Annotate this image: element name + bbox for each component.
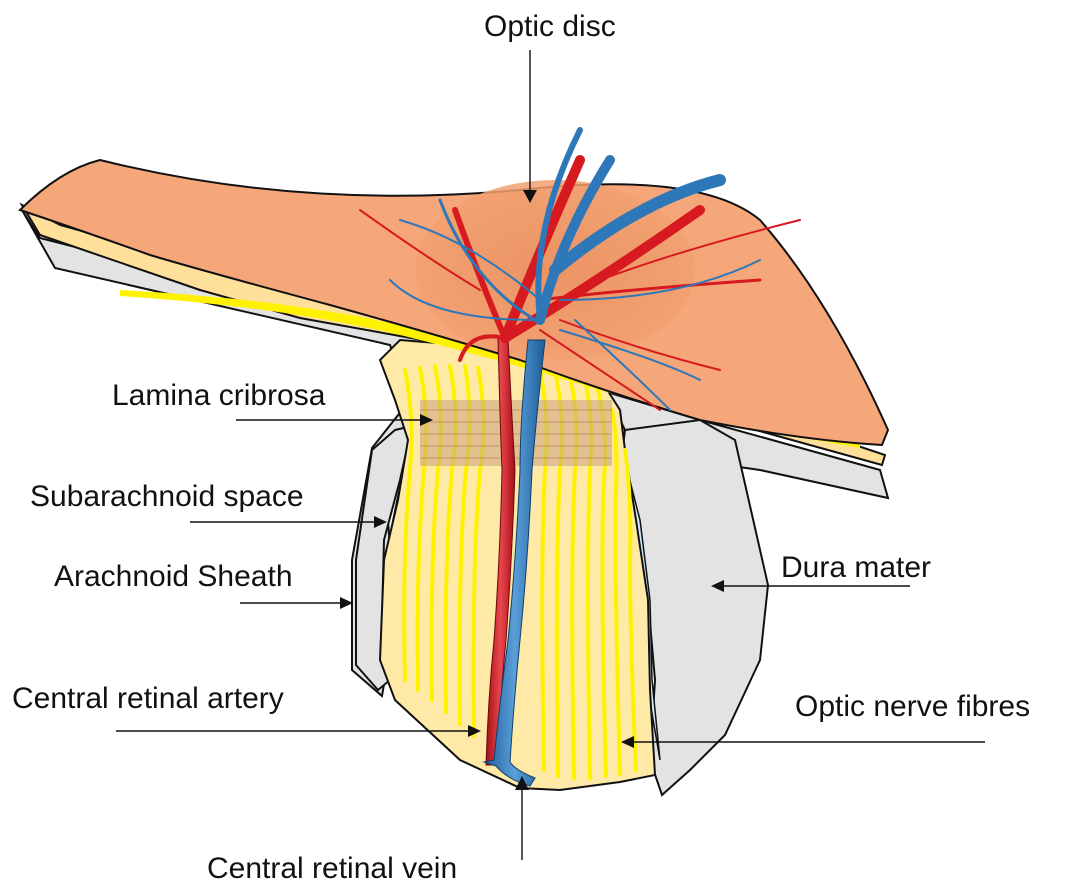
label-subarachnoid-space: Subarachnoid space: [30, 480, 387, 528]
label-text: Central retinal vein: [207, 852, 457, 885]
label-arachnoid-sheath: Arachnoid Sheath: [54, 560, 353, 609]
label-central-retinal-vein: Central retinal vein: [207, 776, 529, 885]
label-text: Central retinal artery: [12, 682, 284, 715]
label-text: Arachnoid Sheath: [54, 560, 293, 593]
label-lamina-cribrosa: Lamina cribrosa: [112, 379, 433, 426]
label-text: Dura mater: [781, 551, 931, 584]
label-text: Optic disc: [484, 10, 616, 43]
label-text: Subarachnoid space: [30, 480, 304, 513]
label-text: Optic nerve fibres: [795, 690, 1030, 723]
label-text: Lamina cribrosa: [112, 379, 326, 412]
